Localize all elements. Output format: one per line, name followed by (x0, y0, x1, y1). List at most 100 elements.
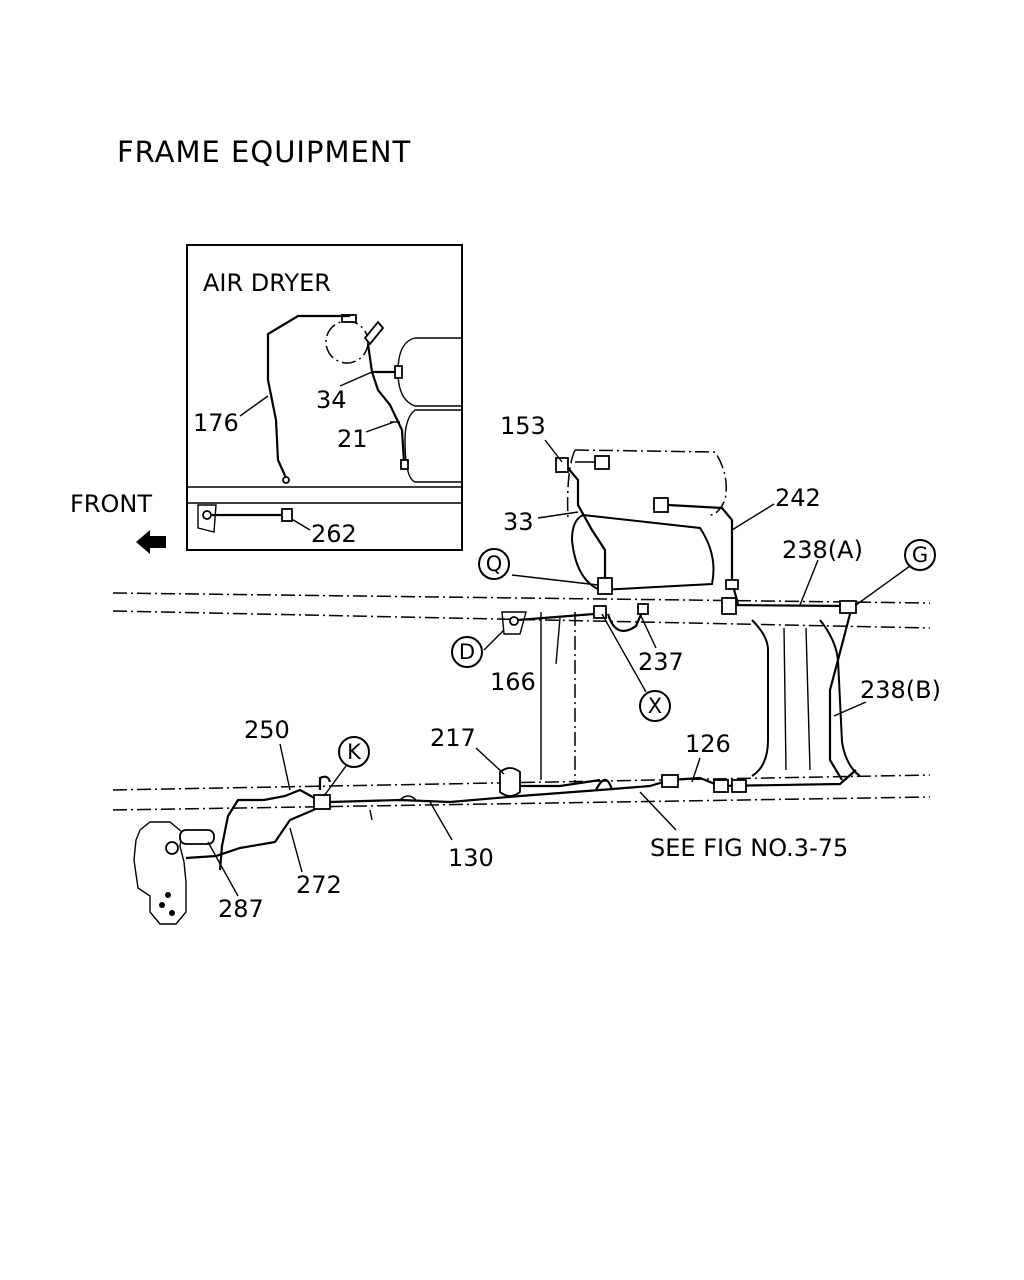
inset-frame (186, 244, 463, 551)
label-242: 242 (775, 484, 821, 512)
fitting-126-c (731, 779, 747, 793)
leader-166 (555, 617, 561, 665)
lower-pipes (133, 767, 857, 925)
pipe-176-fitting (282, 476, 290, 484)
rail-lower-bottom (112, 796, 931, 811)
leader-x (601, 613, 647, 693)
fitting-242-lower (725, 579, 739, 590)
callout-k-circle (338, 736, 370, 768)
fitting-237 (637, 603, 649, 615)
reference-note: SEE FIG NO.3-75 (650, 834, 848, 862)
callout-d-circle (451, 636, 483, 668)
pipe-166 (517, 612, 595, 622)
part-labels: 153 33 242 238(A) 166 237 238(B) 250 217… (218, 412, 941, 923)
label-34: 34 (316, 386, 347, 414)
label-250: 250 (244, 716, 290, 744)
label-130: 130 (448, 844, 494, 872)
leader-287 (207, 841, 239, 897)
label-262: 262 (311, 520, 357, 548)
leader-176 (239, 395, 269, 417)
bracket-d (501, 611, 527, 635)
label-238b: 238(B) (860, 676, 941, 704)
leader-21 (365, 421, 395, 433)
pipe-33 (562, 461, 607, 578)
label-237: 237 (638, 648, 684, 676)
fitting-153 (555, 457, 569, 473)
pipe-217-loop (595, 778, 614, 791)
pipe-217 (520, 778, 601, 788)
fitting-242 (653, 497, 669, 513)
label-166: 166 (490, 668, 536, 696)
callout-g-circle (904, 539, 936, 571)
front-label: FRONT (70, 490, 152, 518)
label-153: 153 (500, 412, 546, 440)
leader-272 (289, 827, 303, 873)
pipe-126 (649, 769, 857, 788)
rear-crossmember-web (783, 627, 811, 771)
pipe-130 (329, 784, 651, 804)
callout-k: K (347, 740, 362, 764)
tank-outline-top (574, 449, 727, 516)
leader-217 (475, 747, 505, 775)
fitting-153-b (594, 455, 610, 470)
valve-287-bolt-3 (165, 892, 171, 898)
air-tank (566, 449, 727, 592)
pipe-237 (606, 611, 644, 632)
pipe-130-clips (369, 795, 417, 821)
valve-287-bolt-1 (159, 902, 165, 908)
pipe-34-connector (394, 365, 403, 379)
valve-287-body (133, 821, 187, 925)
pipe-238b (828, 613, 852, 781)
callout-q: Q (486, 552, 503, 576)
callouts: Q G D X K (338, 539, 936, 768)
label-217: 217 (430, 724, 476, 752)
leader-33 (537, 511, 579, 519)
leader-237 (639, 613, 657, 649)
callout-q-circle (478, 548, 510, 580)
label-33: 33 (503, 508, 534, 536)
leader-238b (833, 701, 867, 717)
label-21: 21 (337, 425, 368, 453)
air-dryer-body (325, 320, 369, 364)
pipe-21-connector (400, 459, 409, 470)
leader-126 (691, 757, 701, 783)
label-287: 287 (218, 895, 264, 923)
air-dryer-inset: AIR DRYER 176 34 21 262 (186, 244, 463, 551)
valve-287-port (165, 841, 179, 855)
label-238a: 238(A) (782, 536, 863, 564)
connector-x (593, 605, 607, 619)
leader-k (323, 765, 347, 797)
pipe-238a (721, 603, 849, 608)
rail-upper-top (112, 592, 931, 604)
leader-34 (339, 371, 373, 387)
callout-g: G (912, 543, 928, 567)
frame-rails (112, 592, 931, 811)
tee-k (313, 794, 331, 810)
pipe-272 (185, 806, 319, 860)
upper-pipes (501, 455, 857, 781)
leader-d (483, 629, 505, 651)
valve-287-bolt-2 (169, 910, 175, 916)
leader-238a (799, 559, 819, 606)
fitting-126 (661, 774, 679, 788)
pipe-176 (266, 314, 350, 479)
tank-body (570, 513, 715, 592)
valve-287-fitting (179, 829, 215, 845)
leader-250 (279, 743, 291, 791)
inset-tank-lower (404, 409, 461, 483)
label-272: 272 (296, 871, 342, 899)
bracket-262-hole (202, 510, 212, 520)
front-arrow-icon (136, 530, 166, 554)
leader-q (511, 574, 599, 586)
pipe-250 (218, 788, 331, 871)
tee-238a (721, 597, 737, 615)
pipe-262-fitting (281, 508, 293, 522)
rear-crossmember-right (819, 619, 861, 777)
leader-153 (544, 439, 563, 463)
air-dryer-valve (363, 320, 385, 346)
label-126: 126 (685, 730, 731, 758)
tank-outline-left (566, 449, 576, 521)
rail-lower-top (112, 774, 931, 791)
fitting-238a-g (839, 600, 857, 614)
